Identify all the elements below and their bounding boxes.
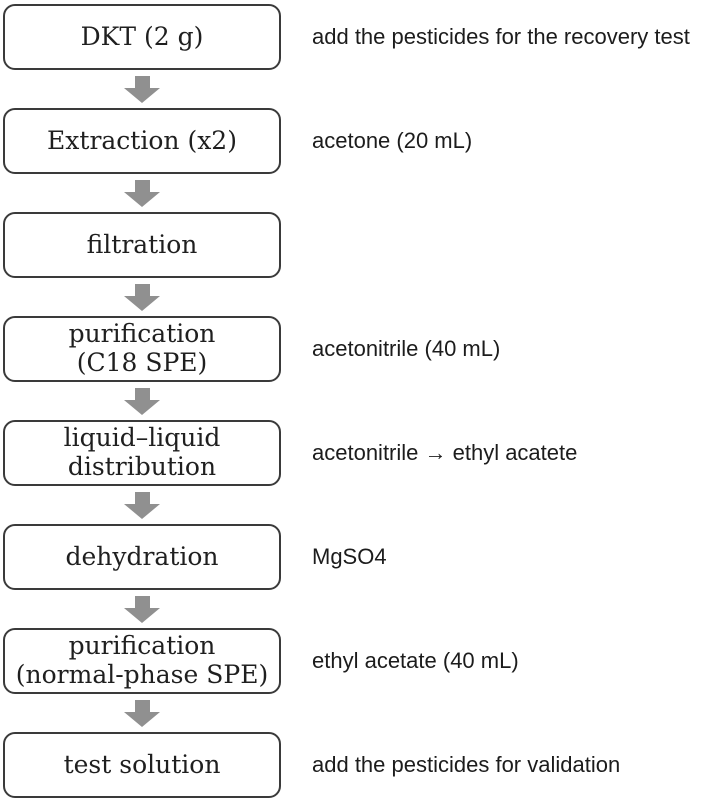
process-box-purification-c18: purification (C18 SPE) [3, 316, 281, 382]
arrow-head [124, 399, 160, 415]
step-annotation-text: acetone (20 mL) [312, 128, 473, 153]
arrow-stem [134, 491, 150, 504]
process-box-extraction: Extraction (x2) [3, 108, 281, 174]
step-annotation-purification-np: ethyl acetate (40 mL) [281, 628, 710, 694]
step-annotation-filtration [281, 212, 710, 278]
step-annotation-text: add the pesticides for validation [312, 752, 621, 777]
down-arrow-icon [124, 491, 160, 519]
flow-step-extraction: Extraction (x2) acetone (20 mL) [0, 108, 710, 174]
process-box-label: filtration [86, 229, 198, 259]
process-box-label: DKT (2 g) [80, 21, 204, 51]
flow-step-filtration: filtration [0, 212, 710, 278]
connector-2 [3, 174, 281, 212]
down-arrow-icon [124, 699, 160, 727]
down-arrow-icon [124, 75, 160, 103]
step-annotation-extraction: acetone (20 mL) [281, 108, 710, 174]
connector-5 [3, 486, 281, 524]
flow-step-purification-c18: purification (C18 SPE) acetonitrile (40 … [0, 316, 710, 382]
step-annotation-text: add the pesticides for the recovery test [312, 24, 690, 49]
process-box-test-solution: test solution [3, 732, 281, 798]
down-arrow-icon [124, 283, 160, 311]
process-box-purification-np: purification (normal-phase SPE) [3, 628, 281, 694]
flow-step-dehydration: dehydration MgSO4 [0, 524, 710, 590]
down-arrow-icon [124, 387, 160, 415]
connector-6 [3, 590, 281, 628]
process-box-label: purification (normal-phase SPE) [15, 631, 269, 689]
process-box-label: Extraction (x2) [47, 125, 237, 155]
connector-3 [3, 278, 281, 316]
arrow-stem [134, 595, 150, 608]
process-box-label: test solution [63, 749, 221, 779]
step-annotation-test-solution: add the pesticides for validation [281, 732, 710, 798]
arrow-head [124, 295, 160, 311]
step-annotation-text: acetonitrile → ethyl acatete [312, 440, 578, 465]
arrow-stem [134, 699, 150, 712]
connector-4 [3, 382, 281, 420]
process-box-label: liquid–liquid distribution [63, 423, 221, 481]
flow-step-purification-np: purification (normal-phase SPE) ethyl ac… [0, 628, 710, 694]
flow-step-test-solution: test solution add the pesticides for val… [0, 732, 710, 798]
process-box-label: dehydration [65, 541, 219, 571]
arrow-head [124, 87, 160, 103]
step-annotation-dehydration: MgSO4 [281, 524, 710, 590]
step-annotation-text: ethyl acetate (40 mL) [312, 648, 519, 673]
process-box-label: purification (C18 SPE) [68, 319, 216, 377]
step-annotation-purification-c18: acetonitrile (40 mL) [281, 316, 710, 382]
step-annotation-dkt: add the pesticides for the recovery test [281, 4, 710, 70]
process-box-liquid-liquid: liquid–liquid distribution [3, 420, 281, 486]
flow-step-liquid-liquid: liquid–liquid distribution acetonitrile … [0, 420, 710, 486]
arrow-stem [134, 283, 150, 296]
connector-7 [3, 694, 281, 732]
arrow-stem [134, 387, 150, 400]
step-annotation-text: MgSO4 [312, 544, 387, 569]
arrow-stem [134, 179, 150, 192]
down-arrow-icon [124, 595, 160, 623]
arrow-stem [134, 75, 150, 88]
step-annotation-text: acetonitrile (40 mL) [312, 336, 501, 361]
step-annotation-liquid-liquid: acetonitrile → ethyl acatete [281, 420, 710, 486]
process-box-dehydration: dehydration [3, 524, 281, 590]
arrow-head [124, 711, 160, 727]
down-arrow-icon [124, 179, 160, 207]
process-box-filtration: filtration [3, 212, 281, 278]
arrow-head [124, 191, 160, 207]
arrow-head [124, 503, 160, 519]
connector-1 [3, 70, 281, 108]
flow-step-dkt: DKT (2 g) add the pesticides for the rec… [0, 4, 710, 70]
process-box-dkt: DKT (2 g) [3, 4, 281, 70]
arrow-head [124, 607, 160, 623]
